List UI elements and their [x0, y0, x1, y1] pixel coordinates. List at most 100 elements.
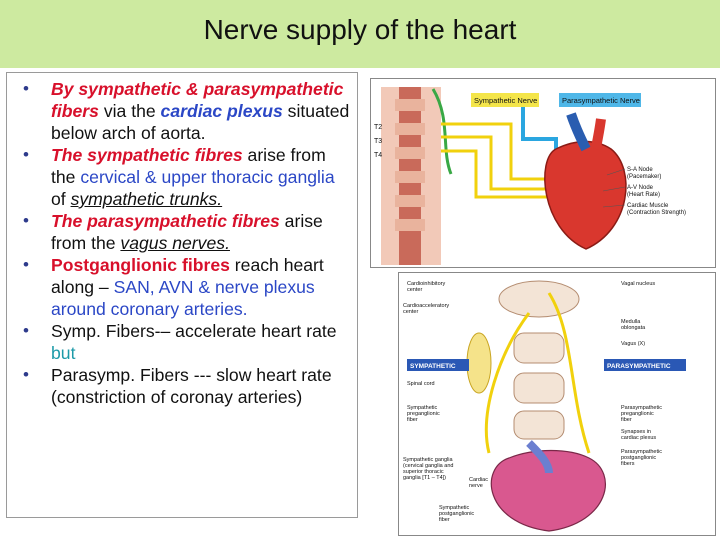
bullet-item: • The sympathetic fibres arise from the c… — [17, 144, 353, 210]
sympathetic-nerve-line — [441, 122, 571, 181]
svg-text:cardiac plexus: cardiac plexus — [621, 435, 656, 441]
bullet-item: • The parasympathetic fibres arise from t… — [17, 210, 353, 254]
svg-text:Vagus (X): Vagus (X) — [621, 341, 645, 347]
svg-text:Synapses in: Synapses in — [621, 429, 651, 435]
bullet-marker: • — [23, 211, 29, 230]
svg-text:Cardioacceleratory: Cardioacceleratory — [403, 303, 449, 309]
svg-text:Parasympathetic: Parasympathetic — [621, 449, 662, 455]
bullet-text-span: Symp. Fibers-– accelerate heart rate — [51, 321, 337, 341]
parasympathetic-nerve-line — [521, 99, 558, 159]
sympathetic-header: Sympathetic Nerve — [474, 96, 537, 105]
svg-text:fiber: fiber — [407, 417, 418, 423]
vagus-pathway — [547, 292, 591, 454]
parasympathetic-tag-bg — [604, 359, 686, 371]
svg-text:(cervical ganglia and: (cervical ganglia and — [403, 463, 453, 469]
bullet-marker: • — [23, 79, 29, 98]
bullet-item: • Parasymp. Fibers --- slow heart rate (c… — [17, 364, 353, 408]
spinal-section-1 — [513, 332, 565, 364]
sympathetic-pathway — [484, 312, 531, 454]
heart-drawing-bottom — [490, 449, 606, 532]
svg-text:nerve: nerve — [469, 483, 483, 489]
bullet-text-span: By sympathetic & parasympathetic fibers — [51, 79, 344, 121]
bullet-text-box: • By sympathetic & parasympathetic fibers… — [6, 72, 358, 518]
heart-labels: S-A Node (Pacemaker) A-V Node (Heart Rat… — [627, 167, 686, 216]
bullet-text-span: sympathetic trunks. — [70, 189, 223, 209]
autonomic-pathway-figure: SYMPATHETIC PARASYMPATHETIC Cardioinhibi… — [398, 272, 716, 536]
bullet-text-span: arise from the — [51, 145, 326, 187]
svg-text:fibers: fibers — [621, 461, 635, 467]
svg-text:Cardiac: Cardiac — [469, 477, 488, 483]
bullet-marker: • — [23, 145, 29, 164]
svg-text:preganglionic: preganglionic — [407, 411, 440, 417]
bullet-item: • Symp. Fibers-– accelerate heart rate bu… — [17, 320, 353, 364]
bullet-list: • By sympathetic & parasympathetic fibers… — [17, 78, 353, 408]
bullet-text-span: Parasymp. Fibers --- slow heart rate (co… — [51, 365, 332, 407]
bullet-text-span: The parasympathetic fibres — [51, 211, 280, 231]
heart-nerve-figure: Sympathetic Nerve Parasympathetic Nerve … — [370, 78, 716, 268]
bullet-marker: • — [23, 365, 29, 384]
svg-text:S-A Node: S-A Node — [627, 167, 653, 173]
sympathetic-tag: SYMPATHETIC — [410, 363, 456, 370]
bullet-text-span: Postganglionic fibres — [51, 255, 230, 275]
svg-text:Cardiac Muscle: Cardiac Muscle — [627, 203, 669, 209]
svg-text:fiber: fiber — [439, 517, 450, 523]
bullet-text-span: arise from the — [51, 211, 323, 253]
svg-text:Sympathetic: Sympathetic — [407, 405, 438, 411]
svg-text:postganglionic: postganglionic — [621, 455, 656, 461]
svg-text:Sympathetic: Sympathetic — [439, 505, 470, 511]
svg-text:A-V Node: A-V Node — [627, 185, 654, 191]
bullet-text-span: ganglia — [273, 167, 335, 187]
svg-text:(Pacemaker): (Pacemaker) — [627, 174, 661, 180]
svg-text:fiber: fiber — [621, 417, 632, 423]
svg-text:Cardioinhibitory: Cardioinhibitory — [407, 281, 445, 287]
sympathetic-header-bg — [471, 93, 539, 107]
svg-text:Sympathetic ganglia: Sympathetic ganglia — [403, 457, 453, 463]
spinal-section-3 — [513, 410, 565, 440]
left-pathway-labels: Cardioinhibitory center Cardioaccelerato… — [403, 281, 488, 523]
bullet-text-span: SAN, AVN & nerve plexus around coronary … — [51, 277, 315, 319]
svg-text:ganglia [T1 – T4]): ganglia [T1 – T4]) — [403, 475, 446, 481]
brainstem — [498, 280, 580, 318]
svg-text:Spinal cord: Spinal cord — [407, 381, 435, 387]
svg-text:preganglionic: preganglionic — [621, 411, 654, 417]
bullet-marker: • — [23, 321, 29, 340]
vertebrae — [395, 99, 425, 231]
svg-text:(Heart Rate): (Heart Rate) — [627, 192, 660, 198]
vagus-nerve-line — [431, 88, 453, 175]
heart-nerve-illustration: Sympathetic Nerve Parasympathetic Nerve … — [374, 87, 686, 265]
level-t2: T2 — [374, 124, 382, 131]
svg-text:oblongata: oblongata — [621, 325, 646, 331]
bullet-text-span: reach heart along – — [51, 255, 324, 297]
spinal-section-2 — [513, 372, 565, 404]
heart-drawing — [544, 140, 627, 250]
level-t4: T4 — [374, 152, 382, 159]
bullet-item: • By sympathetic & parasympathetic fibers… — [17, 78, 353, 144]
bullet-text-span: cardiac plexus — [160, 101, 283, 121]
bullet-text-span: situated below arch of aorta. — [51, 101, 350, 143]
svg-text:center: center — [403, 309, 418, 315]
bullet-text-span: but — [51, 343, 76, 363]
parasympathetic-tag: PARASYMPATHETIC — [607, 363, 671, 370]
parasympathetic-header: Parasympathetic Nerve — [562, 96, 640, 105]
svg-text:superior thoracic: superior thoracic — [403, 469, 444, 475]
right-pathway-labels: Vagal nucleus Medulla oblongata Vagus (X… — [621, 281, 662, 467]
svg-text:Medulla: Medulla — [621, 319, 641, 325]
svg-text:center: center — [407, 287, 422, 293]
parasympathetic-header-bg — [559, 93, 641, 107]
level-t3: T3 — [374, 138, 382, 145]
svg-text:postganglionic: postganglionic — [439, 511, 474, 517]
bullet-text-span: of — [51, 189, 71, 209]
bullet-item: • Postganglionic fibres reach heart along… — [17, 254, 353, 320]
svg-text:Vagal nucleus: Vagal nucleus — [621, 281, 655, 287]
bullet-text-span: vagus nerves. — [120, 233, 230, 253]
sympathetic-tag-bg — [407, 359, 469, 371]
autonomic-pathway-illustration: SYMPATHETIC PARASYMPATHETIC Cardioinhibi… — [403, 280, 686, 532]
bullet-text-span: The sympathetic fibres — [51, 145, 243, 165]
bullet-text-span: cervical & upper thoracic — [80, 167, 273, 187]
bullet-marker: • — [23, 255, 29, 274]
bullet-text-span: via the — [103, 101, 161, 121]
svg-text:(Contraction Strength): (Contraction Strength) — [627, 210, 686, 216]
svg-text:Parasympathetic: Parasympathetic — [621, 405, 662, 411]
title-band — [0, 0, 720, 68]
slide-title: Nerve supply of the heart — [203, 14, 517, 45]
